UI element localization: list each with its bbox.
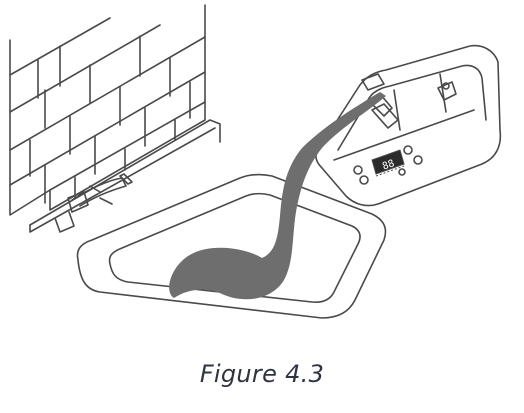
faucet-icon [54, 173, 133, 233]
water-stream [169, 92, 386, 300]
figure-caption: Figure 4.3 [199, 360, 325, 388]
tank-display: 88 [371, 149, 405, 177]
sink-basin-icon [76, 173, 387, 319]
counter-ledge [29, 119, 221, 233]
display-readout: 88 [381, 158, 396, 172]
brick-wall [9, 4, 206, 216]
humidifier-draining-illustration: 88 [9, 4, 502, 319]
